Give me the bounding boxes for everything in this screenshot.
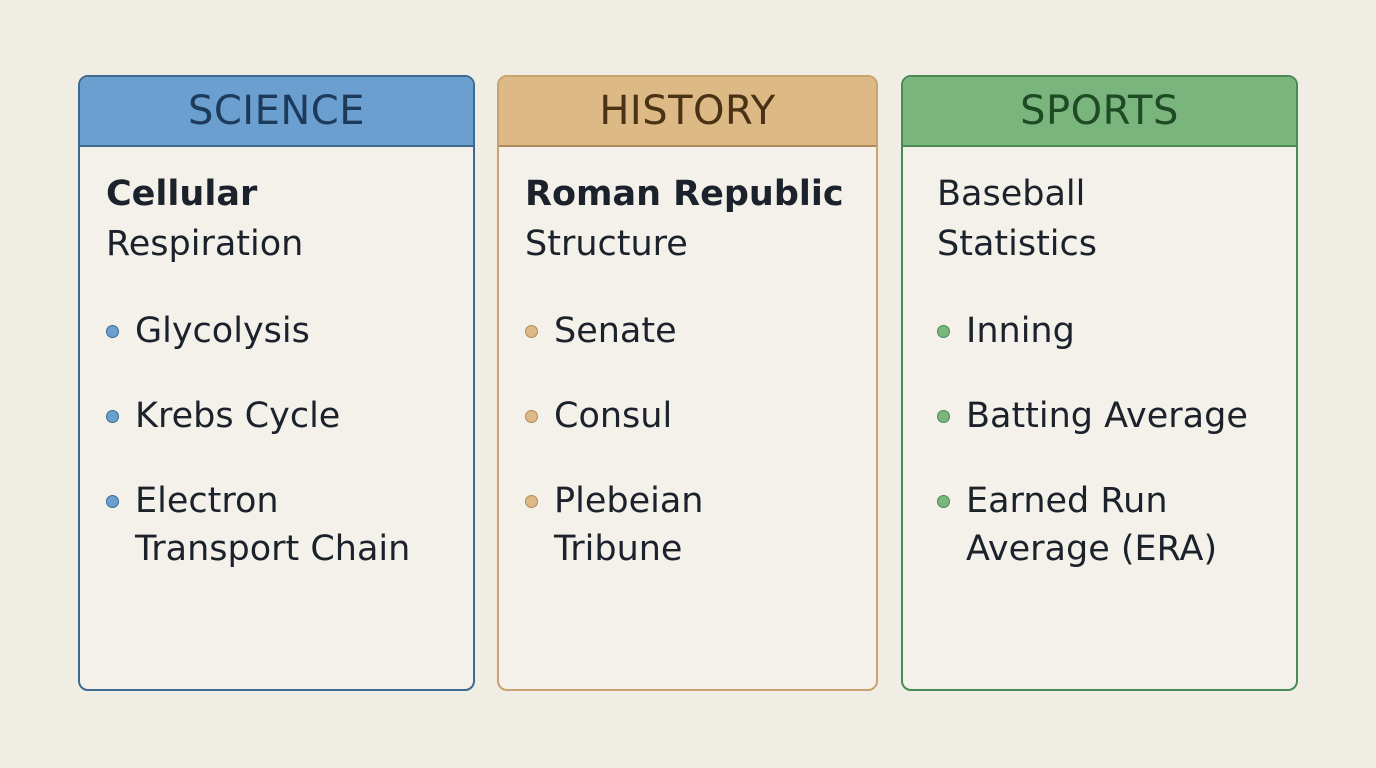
title-line-2: Statistics bbox=[937, 224, 1097, 264]
bullet-dot-icon bbox=[937, 495, 950, 508]
title-line-2: Respiration bbox=[106, 224, 304, 264]
title-line-1: Roman Republic bbox=[525, 174, 844, 214]
card-header: SPORTS bbox=[903, 77, 1296, 147]
sports-card: SPORTS Baseball Statistics Inning Battin… bbox=[901, 75, 1298, 691]
list-item: Batting Average bbox=[937, 392, 1270, 440]
title-line-1: Cellular bbox=[106, 174, 258, 214]
topic-list: Inning Batting Average Earned Run Averag… bbox=[937, 307, 1270, 573]
bullet-dot-icon bbox=[937, 325, 950, 338]
bullet-dot-icon bbox=[525, 410, 538, 423]
history-card: HISTORY Roman Republic Structure Senate … bbox=[497, 75, 878, 691]
list-item: Glycolysis bbox=[106, 307, 447, 355]
bullet-dot-icon bbox=[937, 410, 950, 423]
topic-list: Senate Consul Plebeian Tribune bbox=[525, 307, 850, 573]
title-line-1: Baseball bbox=[937, 174, 1086, 214]
title-line-2: Structure bbox=[525, 224, 688, 264]
list-item: Krebs Cycle bbox=[106, 392, 447, 440]
list-item: Earned Run Average (ERA) bbox=[937, 477, 1247, 573]
card-title: Cellular Respiration bbox=[106, 169, 447, 269]
bullet-dot-icon bbox=[525, 495, 538, 508]
science-card: SCIENCE Cellular Respiration Glycolysis … bbox=[78, 75, 475, 691]
list-item: Electron Transport Chain bbox=[106, 477, 426, 573]
card-title: Baseball Statistics bbox=[937, 169, 1270, 269]
topic-list: Glycolysis Krebs Cycle Electron Transpor… bbox=[106, 307, 447, 573]
card-header: SCIENCE bbox=[80, 77, 473, 147]
bullet-dot-icon bbox=[106, 495, 119, 508]
list-item: Consul bbox=[525, 392, 850, 440]
list-item: Inning bbox=[937, 307, 1270, 355]
bullet-dot-icon bbox=[525, 325, 538, 338]
bullet-dot-icon bbox=[106, 325, 119, 338]
card-header: HISTORY bbox=[499, 77, 876, 147]
list-item: Senate bbox=[525, 307, 850, 355]
list-item: Plebeian Tribune bbox=[525, 477, 755, 573]
bullet-dot-icon bbox=[106, 410, 119, 423]
card-title: Roman Republic Structure bbox=[525, 169, 850, 269]
